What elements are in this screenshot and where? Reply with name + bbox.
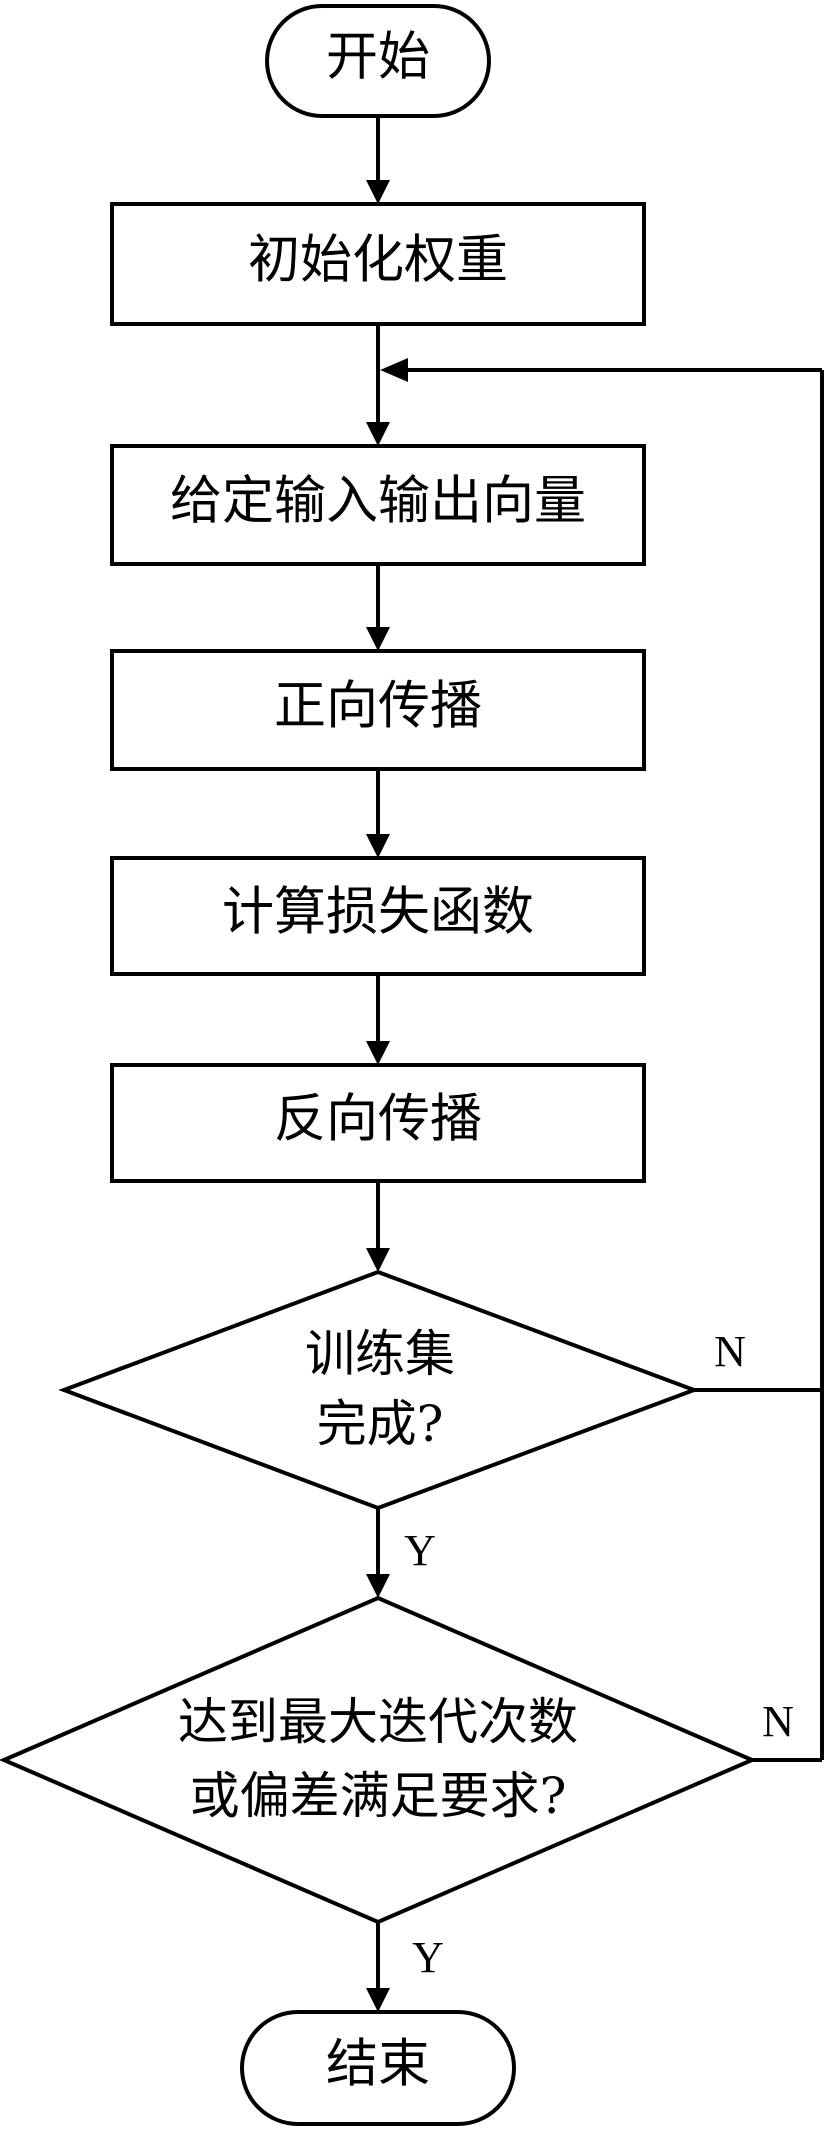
end-terminator: [240, 2010, 516, 2126]
forward-propagation-box: [110, 649, 646, 771]
decision-stop-label-line2: 或偏差满足要求?: [190, 1767, 567, 1825]
arrowhead-start-to-init: [366, 180, 390, 204]
arrowhead-training-yes-to-decision-stop: [366, 1574, 390, 1598]
loop-back-arrowhead: [380, 358, 408, 382]
decision-stop-diamond: [0, 1595, 758, 1925]
end-label: 结束: [326, 2035, 430, 2095]
arrowhead-loss-to-backward: [366, 1041, 390, 1065]
arrowhead-forward-to-loss: [366, 834, 390, 858]
decision-training-set-diamond: [58, 1269, 700, 1511]
decision-stop-yes-label: Y: [412, 1933, 444, 1982]
backward-propagation-box: [110, 1063, 646, 1183]
forward-propagation-label: 正向传播: [274, 677, 482, 737]
decision-training-set-label-line1: 训练集: [305, 1325, 455, 1383]
backward-propagation-label: 反向传播: [274, 1090, 482, 1150]
start-label: 开始: [326, 28, 430, 88]
init-weights-label: 初始化权重: [248, 231, 508, 291]
decision-training-set-no-label: N: [714, 1327, 746, 1376]
arrowhead-stop-yes-to-end: [366, 1988, 390, 2012]
decision-stop-no-label: N: [762, 1697, 794, 1746]
arrowhead-io-to-forward: [366, 627, 390, 651]
set-io-vectors-label: 给定输入输出向量: [170, 472, 586, 532]
compute-loss-box: [110, 856, 646, 976]
arrowhead-init-to-io: [366, 422, 390, 446]
init-weights-box: [110, 202, 646, 326]
decision-training-set-yes-label: Y: [404, 1526, 436, 1575]
decision-stop-label-line1: 达到最大迭代次数: [178, 1693, 578, 1751]
compute-loss-label: 计算损失函数: [222, 883, 534, 943]
arrowhead-backward-to-decision-training: [366, 1248, 390, 1272]
decision-training-set-label-line2: 完成?: [317, 1395, 444, 1453]
